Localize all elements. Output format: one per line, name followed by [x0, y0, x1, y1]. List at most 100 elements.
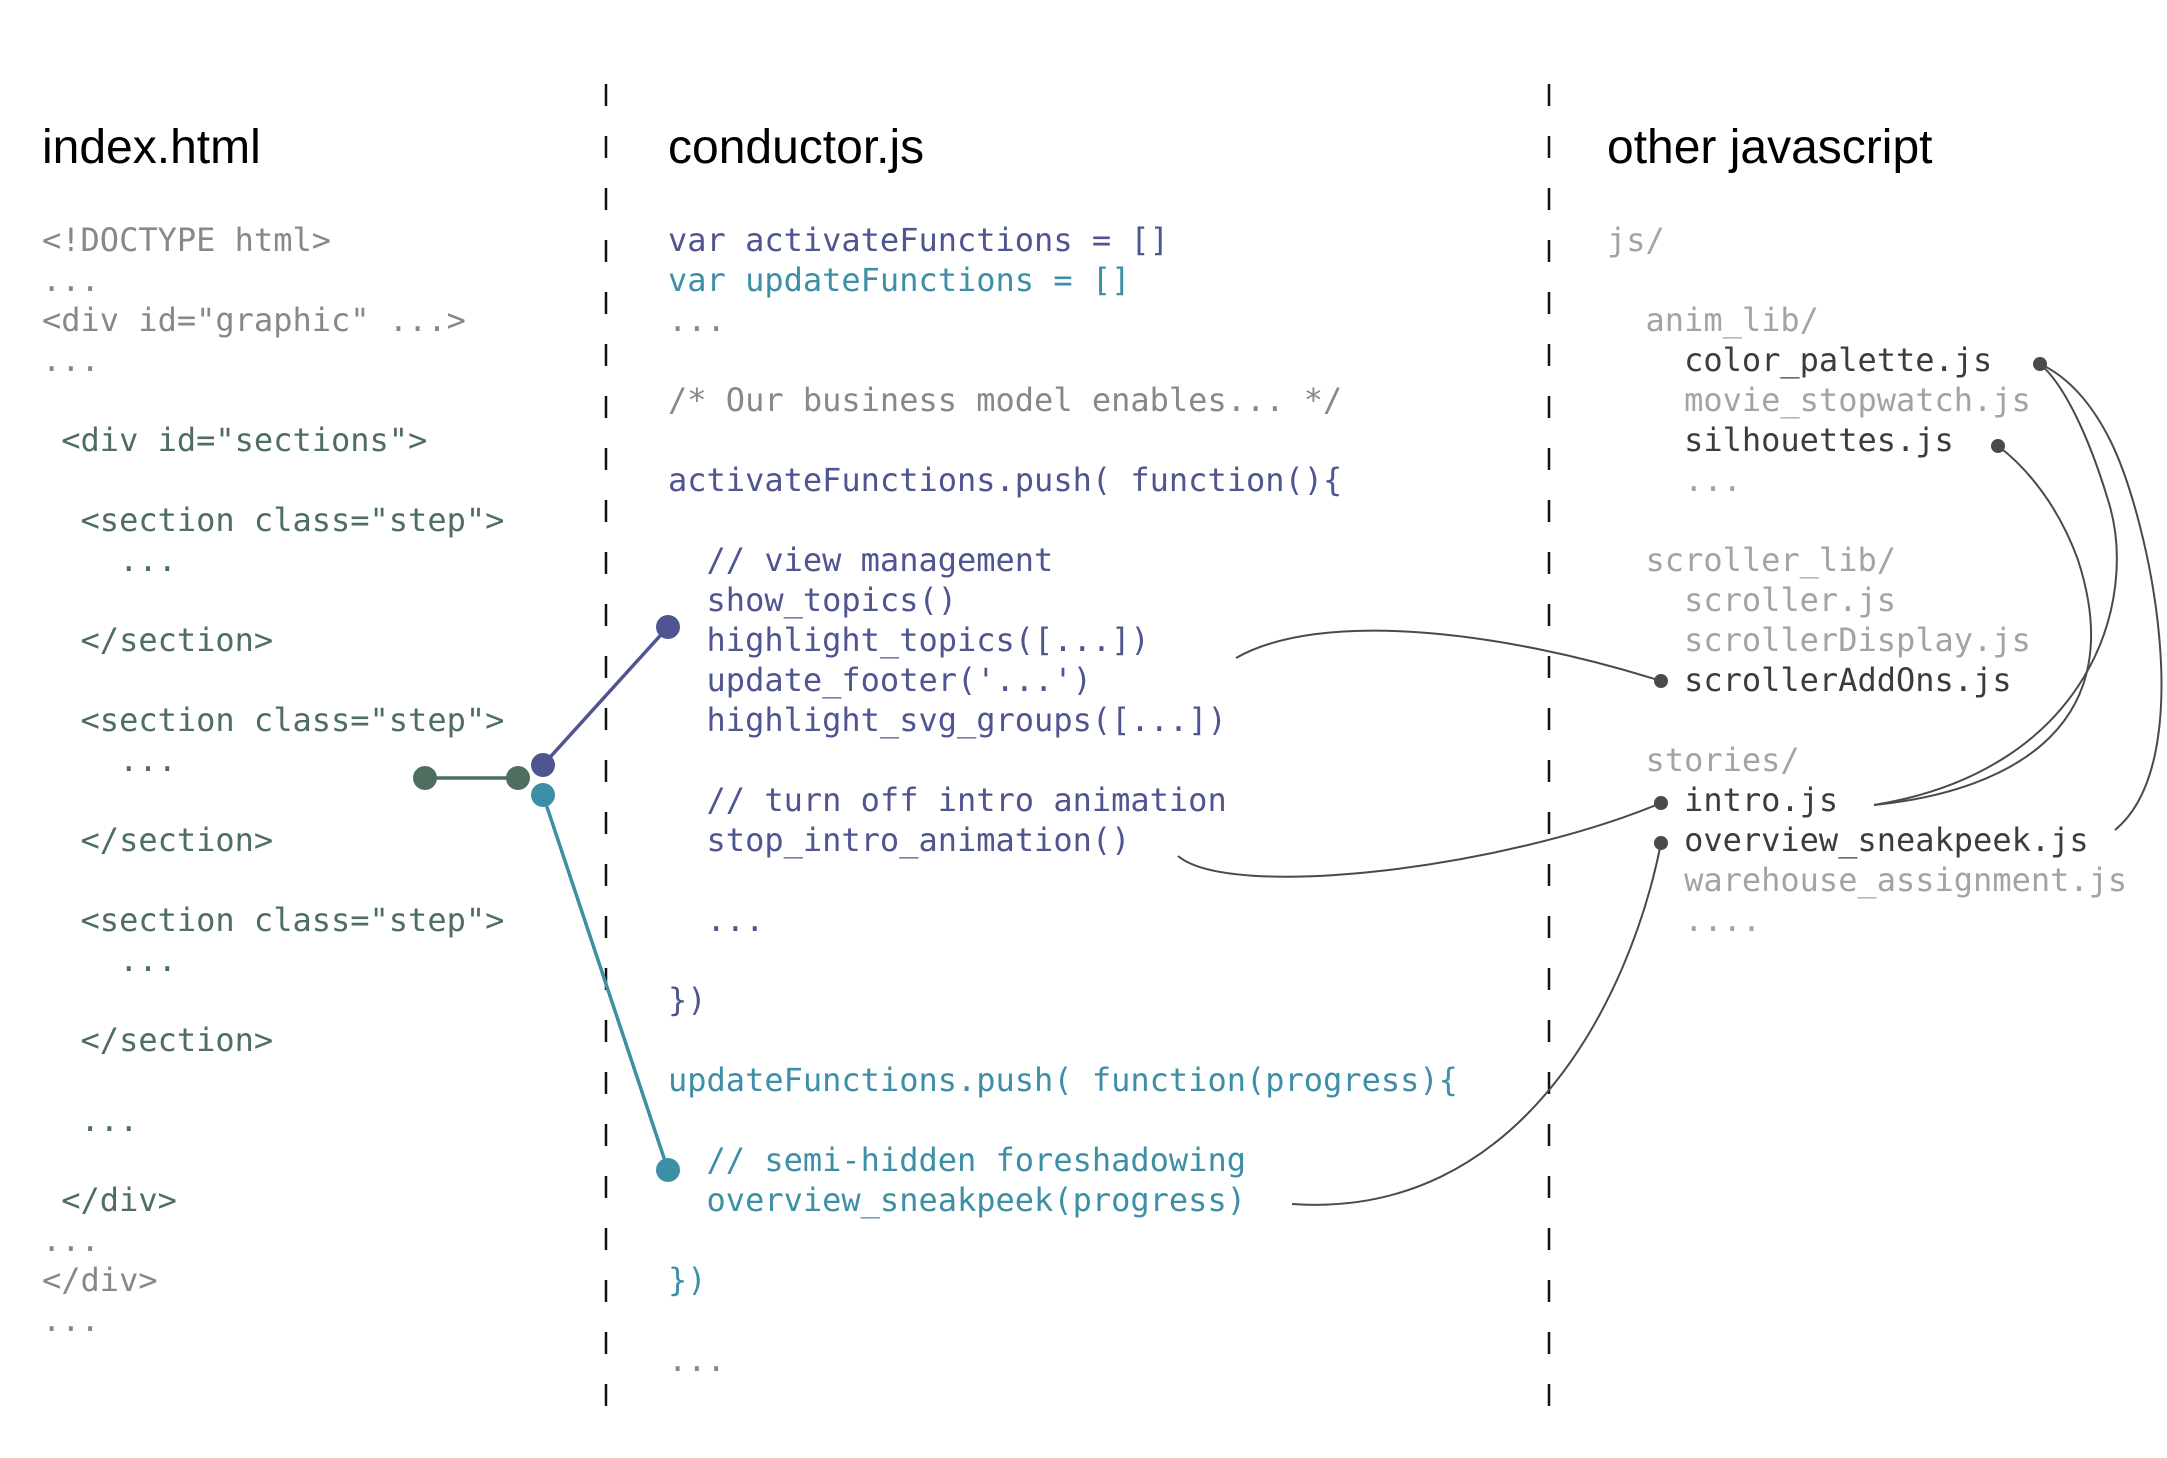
index-html-line: </section>: [42, 821, 274, 859]
conductor-js-line: updateFunctions.push( function(progress)…: [668, 1061, 1458, 1099]
conductor-js-line: [668, 420, 1458, 460]
conductor-js-line: // semi-hidden foreshadowing: [668, 1141, 1246, 1179]
update-dot-end: [656, 1158, 680, 1182]
curve-highlight-topics-to-scrolleraddons: [1235, 629, 1662, 682]
dot-overview-sneakpeek: [1654, 836, 1668, 850]
index-html-line: [42, 980, 504, 1020]
curve-stop-intro-to-intro: [1177, 802, 1662, 878]
file-tree-line: movie_stopwatch.js: [1607, 381, 2031, 419]
other-javascript-title: other javascript: [1607, 121, 1933, 174]
index-html-line: [42, 380, 504, 420]
index-html-line: ...: [42, 1101, 139, 1139]
other-javascript-tree: js/ anim_lib/ color_palette.js movie_sto…: [1607, 220, 2127, 940]
index-html-line: ...: [42, 941, 177, 979]
conductor-js-title: conductor.js: [668, 121, 925, 174]
file-tree-line: anim_lib/: [1607, 301, 1819, 339]
update-link: [541, 794, 670, 1171]
file-tree-line: scrollerAddOns.js: [1607, 661, 2012, 699]
conductor-js-line: [668, 340, 1458, 380]
conductor-js-line: [668, 1020, 1458, 1060]
index-html-line: <div id="sections">: [42, 421, 428, 459]
file-tree-line: warehouse_assignment.js: [1607, 861, 2128, 899]
index-html-line: <section class="step">: [42, 501, 505, 539]
index-html-line: [42, 1140, 504, 1180]
curve-overview-to-color-palette: [2039, 363, 2163, 831]
file-tree-line: [1607, 500, 2127, 540]
index-html-code: <!DOCTYPE html>...<div id="graphic" ...>…: [42, 220, 504, 1340]
file-tree-line: js/: [1607, 221, 1665, 259]
conductor-js-line: ...: [668, 901, 765, 939]
file-tree-line: scrollerDisplay.js: [1607, 621, 2031, 659]
update-dot-start: [531, 783, 555, 807]
conductor-js-line: }): [668, 1261, 707, 1299]
curve-intro-to-color-palette: [1873, 363, 2118, 806]
file-tree-line: ....: [1607, 901, 1762, 939]
conductor-js-line: activateFunctions.push( function(){: [668, 461, 1343, 499]
index-html-line: <div id="graphic" ...>: [42, 301, 466, 339]
index-html-line: <!DOCTYPE html>: [42, 221, 331, 259]
index-html-line: [42, 580, 504, 620]
index-html-line: [42, 460, 504, 500]
index-html-line: </div>: [42, 1181, 177, 1219]
activate-dot-start: [531, 753, 555, 777]
conductor-js-line: [668, 500, 1458, 540]
index-html-line: <section class="step">: [42, 701, 505, 739]
curve-sneakpeek-to-overview: [1291, 842, 1662, 1206]
dot-scrolleraddons: [1654, 674, 1668, 688]
conductor-js-line: [668, 1100, 1458, 1140]
conductor-js-code: var activateFunctions = []var updateFunc…: [668, 220, 1458, 1380]
activate-link: [541, 625, 670, 767]
dot-intro: [1654, 796, 1668, 810]
file-tree-line: stories/: [1607, 741, 1800, 779]
index-html-line: [42, 1060, 504, 1100]
conductor-js-line: }): [668, 981, 707, 1019]
conductor-js-line: stop_intro_animation(): [668, 821, 1131, 859]
conductor-js-line: ...: [668, 1341, 726, 1379]
conductor-js-line: highlight_svg_groups([...]): [668, 701, 1227, 739]
index-html-line: ...: [42, 1301, 100, 1339]
conductor-js-line: [668, 940, 1458, 980]
index-html-title: index.html: [42, 121, 261, 174]
index-html-line: </section>: [42, 1021, 274, 1059]
file-tree-line: [1607, 700, 2127, 740]
index-html-line: ...: [42, 261, 100, 299]
conductor-js-line: var activateFunctions = []: [668, 221, 1169, 259]
index-html-line: </div>: [42, 1261, 158, 1299]
index-html-line: <section class="step">: [42, 901, 505, 939]
index-html-line: ...: [42, 741, 177, 779]
index-html-line: [42, 660, 504, 700]
file-tree-line: ...: [1607, 461, 1742, 499]
file-tree-line: [1607, 260, 2127, 300]
conductor-js-line: overview_sneakpeek(progress): [668, 1181, 1246, 1219]
conductor-js-line: [668, 1220, 1458, 1260]
conductor-js-line: [668, 1300, 1458, 1340]
conductor-js-line: [668, 860, 1458, 900]
file-tree-line: color_palette.js: [1607, 341, 1993, 379]
conductor-js-line: // view management: [668, 541, 1054, 579]
file-tree-line: intro.js: [1607, 781, 1839, 819]
activate-dot-end: [656, 615, 680, 639]
index-html-line: [42, 780, 504, 820]
index-html-line: </section>: [42, 621, 274, 659]
conductor-js-line: show_topics(): [668, 581, 957, 619]
index-html-line: ...: [42, 541, 177, 579]
file-tree-line: silhouettes.js: [1607, 421, 1954, 459]
index-html-line: ...: [42, 1221, 100, 1259]
file-tree-line: scroller.js: [1607, 581, 1896, 619]
conductor-js-line: var updateFunctions = []: [668, 261, 1131, 299]
curve-intro-to-silhouettes: [1873, 445, 2093, 806]
file-tree-line: scroller_lib/: [1607, 541, 1896, 579]
conductor-js-line: [668, 740, 1458, 780]
index-html-line: [42, 860, 504, 900]
conductor-js-line: update_footer('...'): [668, 661, 1092, 699]
conductor-js-line: /* Our business model enables... */: [668, 381, 1343, 419]
conductor-js-line: highlight_topics([...]): [668, 621, 1150, 659]
file-tree-line: overview_sneakpeek.js: [1607, 821, 2089, 859]
section-step-dot-right: [506, 766, 530, 790]
section-step-dot-left: [413, 766, 437, 790]
conductor-js-line: ...: [668, 301, 726, 339]
conductor-js-line: // turn off intro animation: [668, 781, 1227, 819]
index-html-line: ...: [42, 341, 100, 379]
